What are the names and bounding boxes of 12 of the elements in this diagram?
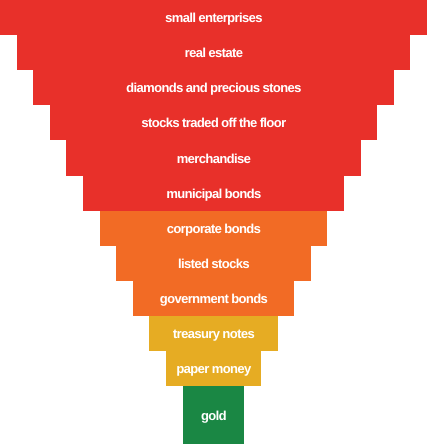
pyramid-tier: diamonds and precious stones bbox=[33, 70, 394, 105]
pyramid-tier: merchandise bbox=[66, 140, 361, 176]
pyramid-tier: government bonds bbox=[133, 281, 294, 316]
pyramid-tier: gold bbox=[183, 386, 244, 444]
pyramid-tier: stocks traded off the floor bbox=[50, 105, 377, 140]
pyramid-tier: municipal bonds bbox=[83, 176, 344, 211]
pyramid-tier: small enterprises bbox=[0, 0, 427, 35]
pyramid-tier: listed stocks bbox=[116, 246, 311, 281]
pyramid-tier: treasury notes bbox=[149, 316, 278, 351]
pyramid-tier: corporate bonds bbox=[100, 211, 327, 246]
pyramid-tier: real estate bbox=[17, 35, 410, 70]
pyramid-tier: paper money bbox=[166, 351, 261, 386]
